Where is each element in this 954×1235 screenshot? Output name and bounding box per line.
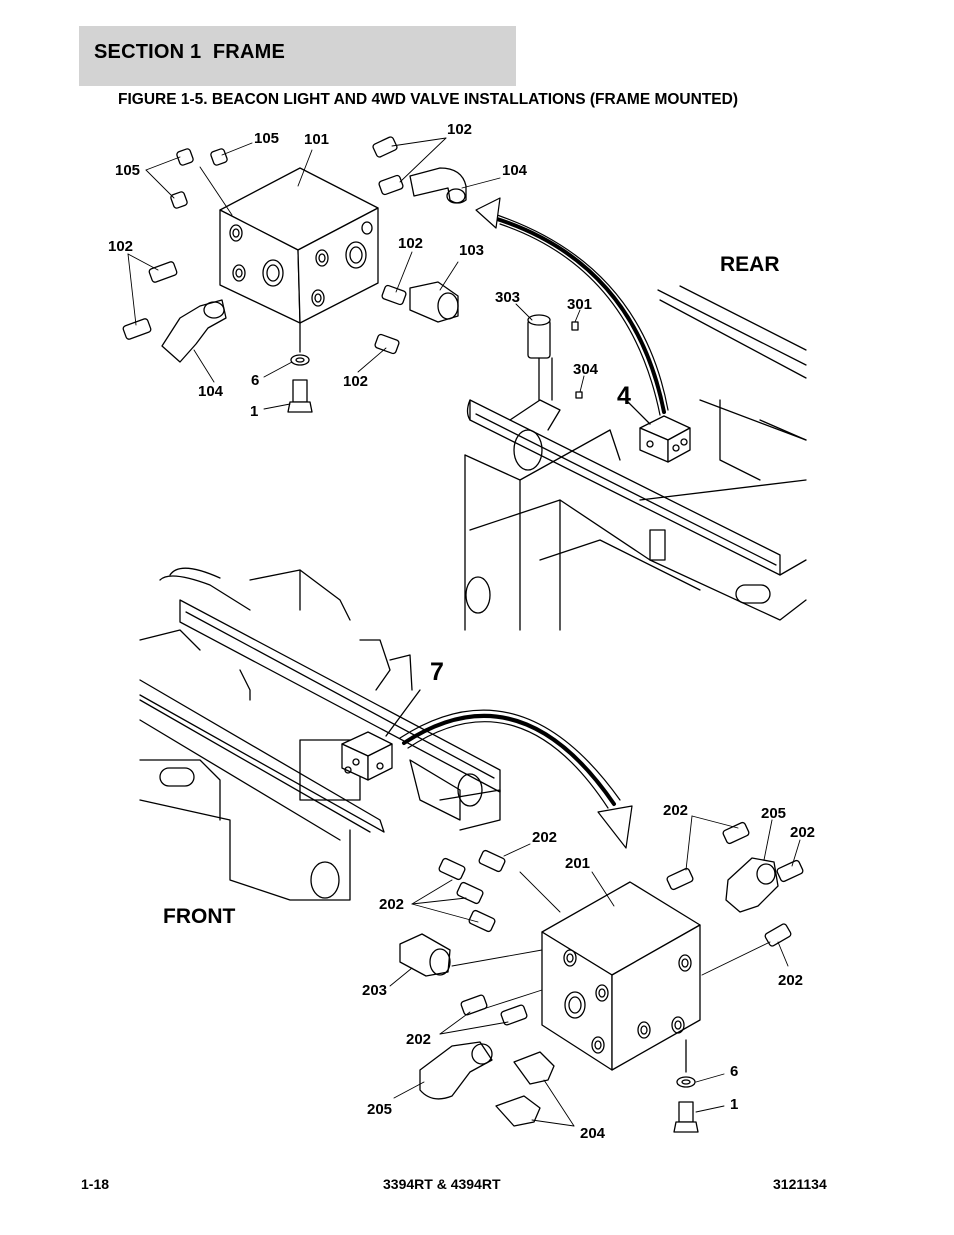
callout-1-lower: 1: [730, 1096, 738, 1113]
leader-lines-lower: [389, 815, 801, 1127]
view-index-4: 4: [617, 382, 631, 410]
callout-104-top: 104: [502, 162, 528, 179]
model-name: 3394RT & 4394RT: [383, 1176, 501, 1192]
leader-lines-rear: [515, 303, 585, 393]
elbow-104-lower: [161, 299, 227, 363]
callout-1-upper: 1: [250, 403, 258, 420]
callout-202-upper-left: 202: [532, 829, 557, 846]
washer-and-bolt-lower: [673, 1039, 699, 1133]
manual-part-number: 3121134: [773, 1176, 827, 1192]
callout-103: 103: [459, 242, 484, 259]
elbow-204: [495, 1051, 555, 1127]
callout-304: 304: [573, 361, 599, 378]
callout-102-left: 102: [108, 238, 133, 255]
washer-and-bolt-upper: [287, 322, 313, 413]
callout-205-top: 205: [761, 805, 786, 822]
fitting-102-upper-right: [372, 136, 407, 355]
valve-block-101: [219, 167, 379, 324]
fitting-102-upper-left: [122, 261, 178, 340]
elbow-205-lower: [419, 1041, 493, 1100]
page-number: 1-18: [81, 1176, 110, 1192]
figure-title: FIGURE 1-5. BEACON LIGHT AND 4WD VALVE I…: [118, 91, 738, 108]
callout-202-top: 202: [663, 802, 688, 819]
arrow-rear-to-block: [475, 197, 669, 416]
callout-203: 203: [362, 982, 387, 999]
callout-202-right: 202: [778, 972, 803, 989]
callout-202-lower-left: 202: [406, 1031, 431, 1048]
callout-102-top: 102: [447, 121, 472, 138]
front-frame-view: [139, 567, 501, 901]
callout-6-upper: 6: [251, 372, 259, 389]
callout-101: 101: [304, 131, 329, 148]
valve-block-201: [541, 881, 701, 1071]
callout-102-bottom: 102: [343, 373, 368, 390]
callout-204: 204: [580, 1125, 606, 1142]
callout-104-bottom: 104: [198, 383, 224, 400]
fitting-202-lower-left: [438, 849, 528, 1026]
view-label-front: FRONT: [163, 905, 235, 928]
callout-6-lower: 6: [730, 1063, 738, 1080]
view-index-7: 7: [430, 658, 444, 686]
rear-frame-view: [464, 285, 807, 631]
elbow-205-upper: [725, 857, 779, 913]
elbow-104-upper: [409, 167, 467, 204]
callout-303: 303: [495, 289, 520, 306]
fitting-202-lower-right: [666, 821, 804, 947]
fitting-203: [399, 933, 451, 977]
callout-301: 301: [567, 296, 592, 313]
fitting-103: [409, 281, 459, 323]
callout-205-bottom: 205: [367, 1101, 392, 1118]
callout-202-left: 202: [379, 896, 404, 913]
arrow-front-to-block: [399, 709, 633, 849]
callout-105-top: 105: [254, 130, 279, 147]
view-label-rear: REAR: [720, 253, 780, 276]
callout-202-right-top: 202: [790, 824, 815, 841]
section-title: SECTION 1 FRAME: [94, 41, 285, 63]
section-header-bar: [79, 26, 516, 86]
callout-102-mid: 102: [398, 235, 423, 252]
callout-105-left: 105: [115, 162, 140, 179]
leader-lines-upper: [127, 137, 501, 410]
callout-201: 201: [565, 855, 590, 872]
plug-105-top: [170, 148, 228, 209]
